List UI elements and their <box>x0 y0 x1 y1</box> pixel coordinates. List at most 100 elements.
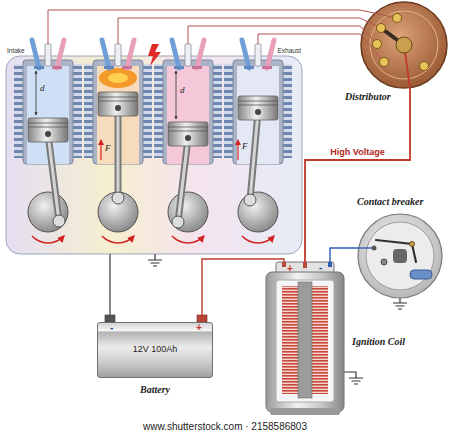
cylinder <box>172 216 184 228</box>
contact-breaker-drawing <box>410 242 415 247</box>
cylinder <box>98 192 138 232</box>
ignition-coil-drawing <box>303 262 307 268</box>
quantity-symbol: d <box>180 86 185 96</box>
ignition-coil-drawing <box>266 272 344 412</box>
cylinder <box>176 71 177 119</box>
cylinder <box>115 44 121 66</box>
ground-wire <box>109 254 110 322</box>
battery: -+12V 100AhBattery <box>97 322 213 378</box>
high-voltage-lead <box>305 88 410 262</box>
cylinder <box>48 134 59 221</box>
ignition-coil-drawing <box>270 408 340 415</box>
engine-block: Intake Exhaust <box>4 44 304 254</box>
distributor: Distributor <box>360 2 448 88</box>
part-name: Battery <box>140 384 170 395</box>
cylinder <box>48 134 59 221</box>
cylinder <box>32 236 64 243</box>
cylinder <box>57 40 64 68</box>
contact-breaker: Contact breaker <box>358 214 442 298</box>
terminal-sign: + <box>196 322 202 333</box>
ignition-coil-drawing <box>266 262 344 415</box>
battery-rating: 12V 100Ah <box>133 345 178 355</box>
terminal-sign: + <box>287 263 293 274</box>
cylinder <box>127 40 134 68</box>
cylinder <box>168 127 208 128</box>
cylinder <box>143 64 152 158</box>
cylinder <box>238 105 278 106</box>
cylinder <box>154 40 222 243</box>
distributor-drawing <box>360 10 397 18</box>
cylinder <box>255 44 261 66</box>
ignition-coil-drawing <box>328 262 332 267</box>
wire-label: High Voltage <box>329 148 385 158</box>
watermark: www.shutterstock.com · 2158586803 <box>141 421 309 432</box>
distributor-drawing <box>420 62 429 71</box>
contact-breaker-drawing <box>366 222 434 290</box>
cylinder <box>100 140 101 160</box>
distributor-drawing <box>361 2 447 88</box>
primary-wire <box>330 248 358 262</box>
cylinder <box>14 40 82 243</box>
contact-breaker-drawing <box>358 214 442 298</box>
distributor-drawing <box>370 11 438 79</box>
cylinder <box>122 66 132 69</box>
terminal-sign: - <box>110 322 113 333</box>
contact-breaker-drawing <box>358 247 372 248</box>
ignition-coil-drawing <box>282 262 286 267</box>
cylinder <box>168 131 208 132</box>
cylinder <box>84 40 152 243</box>
cylinder <box>267 40 274 68</box>
cylinder <box>250 112 258 200</box>
distributor-drawing <box>380 58 389 67</box>
cylinder <box>28 118 68 142</box>
contact-breaker-drawing <box>381 259 387 265</box>
cylinder <box>45 44 51 66</box>
cylinder <box>224 64 233 158</box>
ground-symbol <box>393 298 407 309</box>
cylinder <box>262 66 272 69</box>
cylinder <box>168 192 208 232</box>
cylinder <box>224 40 292 243</box>
cylinder <box>28 123 68 124</box>
engine-block-shape <box>6 56 302 254</box>
connectors <box>48 10 410 322</box>
quantity-symbol: d <box>40 84 45 94</box>
port-label: Exhaust <box>277 47 303 54</box>
spark-plug-wire <box>188 26 360 44</box>
ignition-coil-drawing <box>276 280 334 402</box>
distributor-drawing <box>360 2 447 88</box>
cylinder <box>255 109 261 115</box>
cylinder <box>185 44 191 66</box>
cylinder <box>112 192 124 204</box>
spark-plug-wire <box>118 18 360 44</box>
cylinder <box>237 140 238 160</box>
cylinder <box>52 66 62 69</box>
cylinder <box>172 40 179 68</box>
cylinder <box>115 108 122 198</box>
cylinder <box>36 71 37 115</box>
ground-symbol <box>148 254 162 266</box>
cylinder <box>28 192 68 232</box>
cylinder <box>244 66 254 69</box>
cylinder <box>14 64 23 158</box>
cylinder <box>174 66 184 69</box>
distributor-drawing <box>377 24 386 33</box>
cylinder <box>117 108 120 198</box>
cylinder <box>104 66 114 69</box>
cylinder <box>98 101 138 102</box>
ignition-coil-drawing <box>298 282 312 398</box>
contact-breaker-drawing <box>372 246 377 251</box>
distributor-drawing <box>393 14 402 23</box>
port-label: Intake <box>6 47 26 54</box>
quantity-symbol: F <box>242 142 248 152</box>
spark-symbol <box>148 44 161 66</box>
cylinder <box>244 194 256 206</box>
cylinder <box>172 236 204 243</box>
ignition-coil: +-Ignition Coil <box>262 262 348 415</box>
ignition-coil-drawing <box>276 262 334 273</box>
part-name: Distributor <box>345 91 391 102</box>
cylinder <box>84 64 93 158</box>
quantity-symbol: F <box>105 144 111 154</box>
